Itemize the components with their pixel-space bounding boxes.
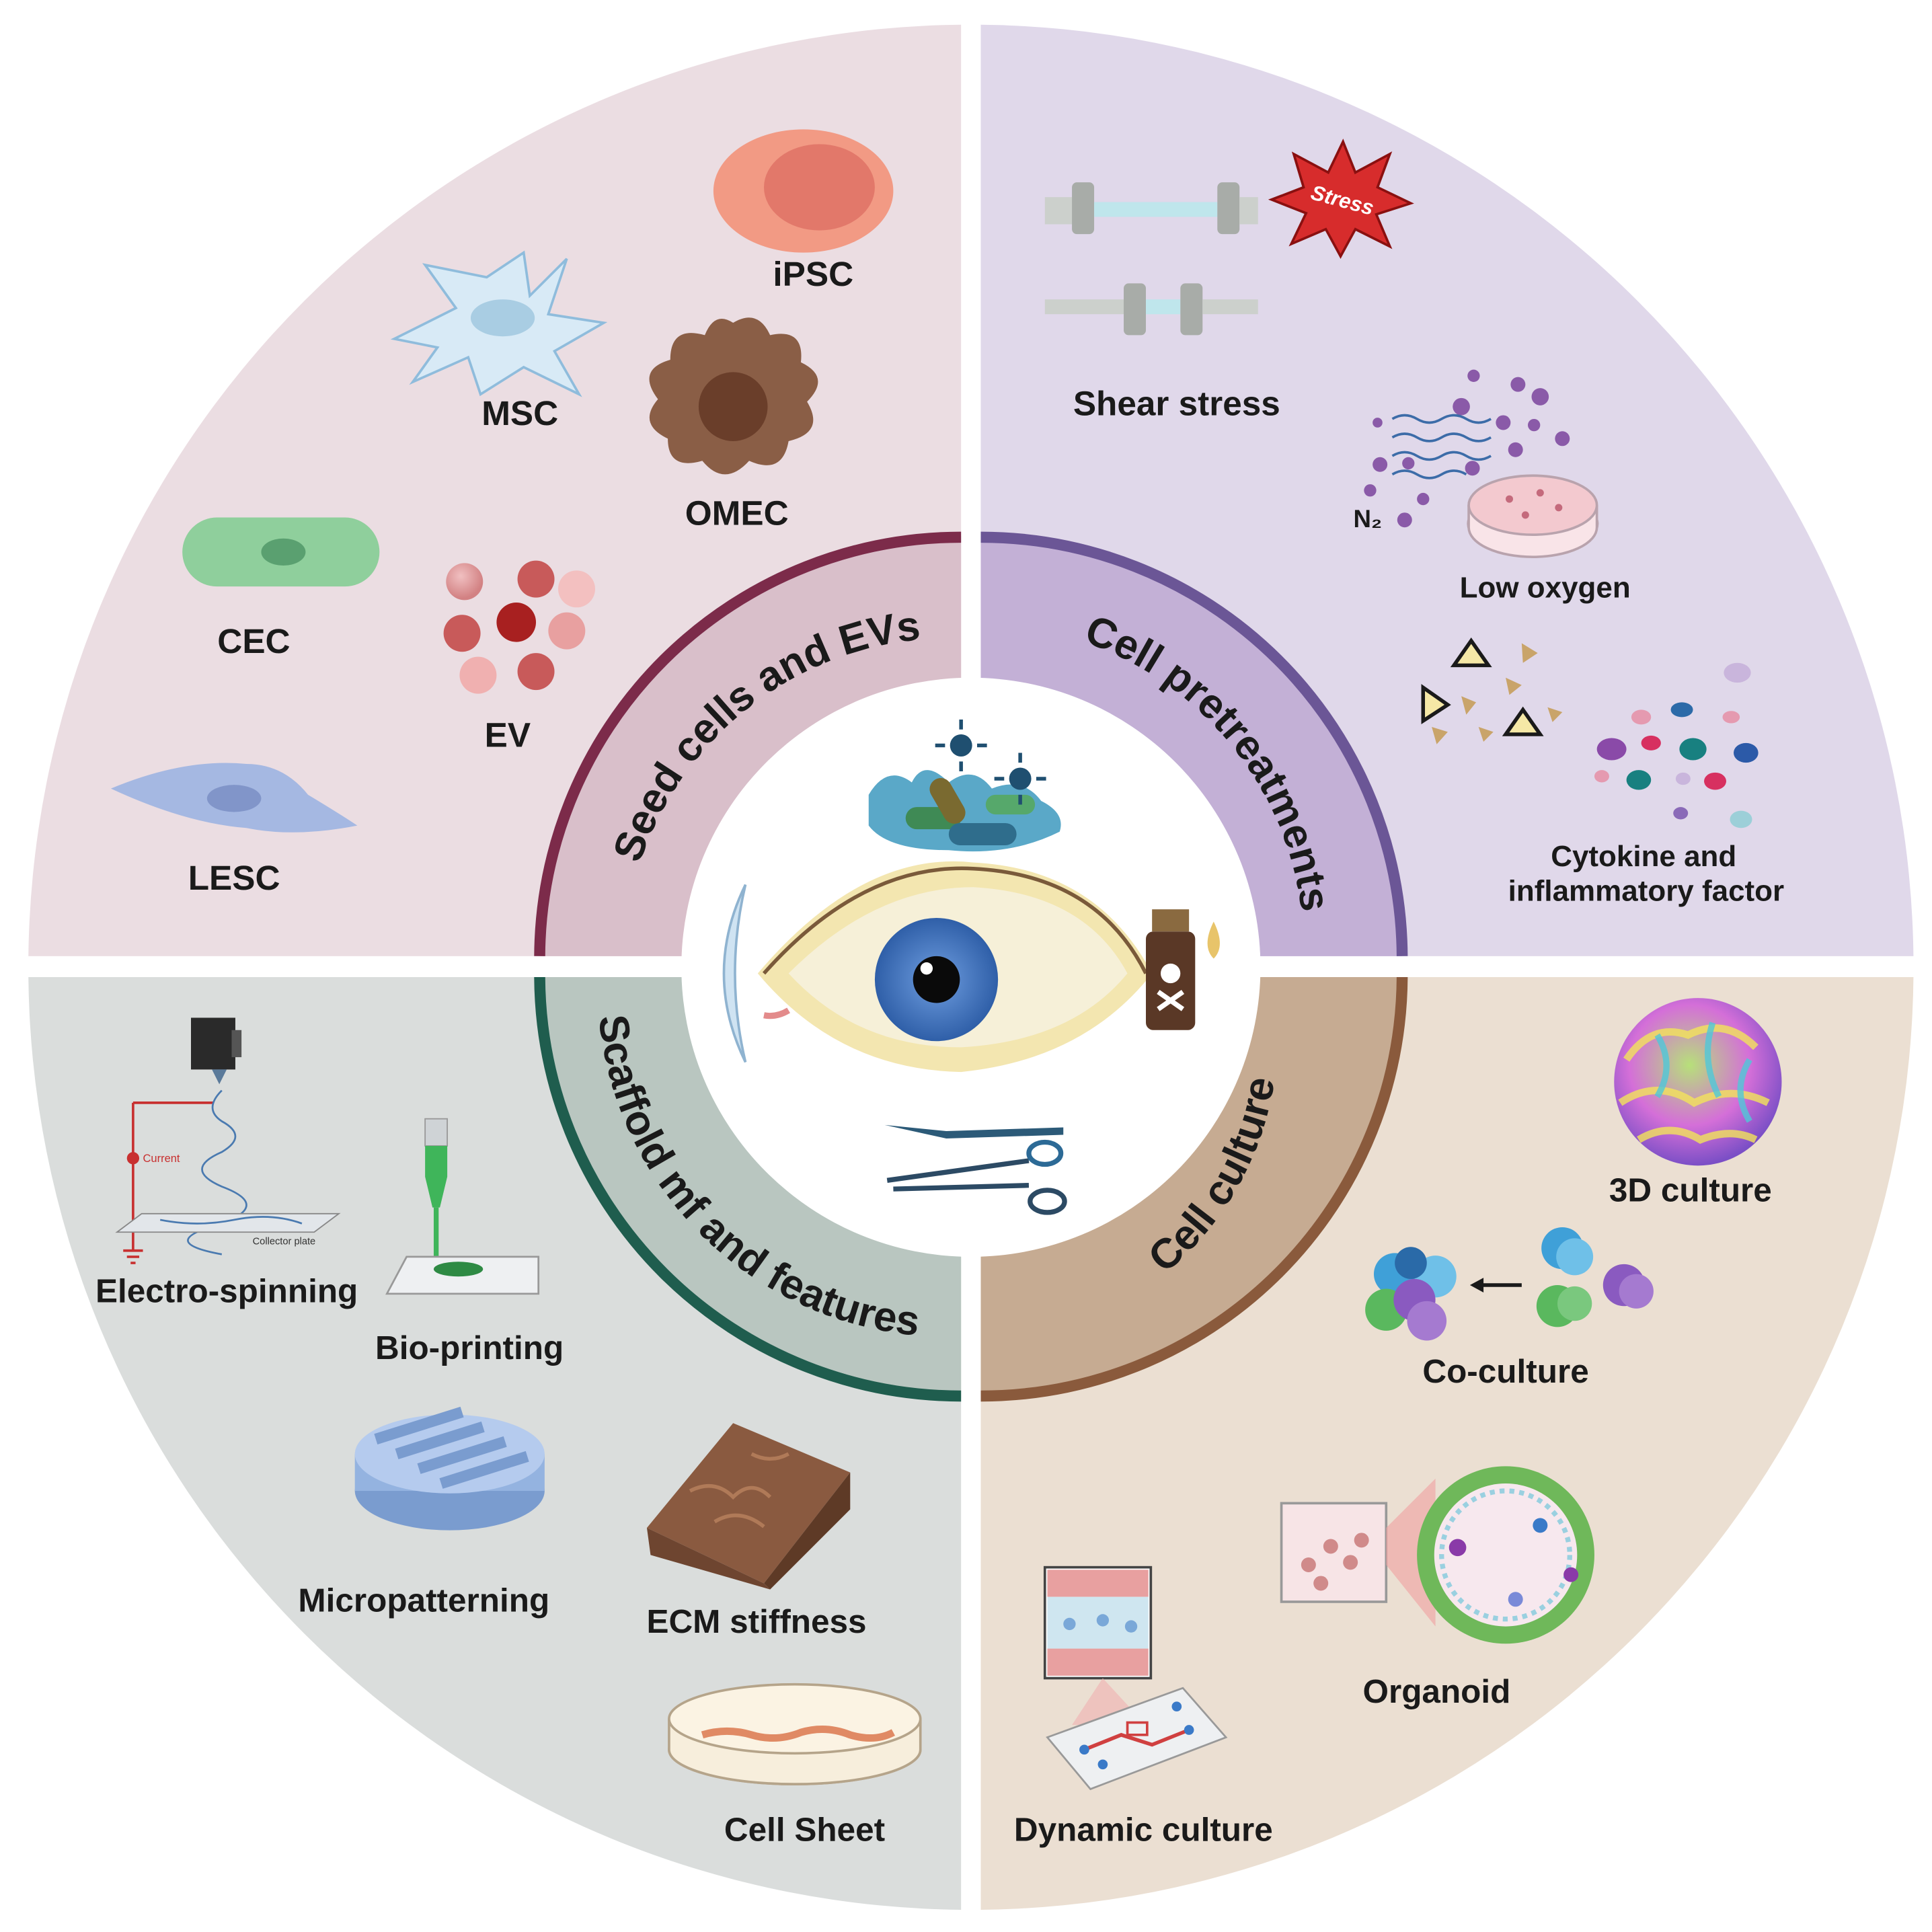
cec-cell-icon <box>182 517 380 587</box>
low-oxygen-label: Low oxygen <box>1460 572 1631 605</box>
nitrogen-particles-icon <box>1364 369 1570 528</box>
gas-flow-icon <box>1391 414 1492 479</box>
spheroid-icon <box>1614 998 1782 1166</box>
shear-device-icon <box>1044 182 1258 336</box>
ipsc-cell-icon <box>713 129 894 253</box>
cytokine-label-line1: Cytokine and <box>1551 840 1736 873</box>
eye-icon <box>757 861 1153 1073</box>
current-label: Current <box>143 1153 180 1165</box>
organoid-label: Organoid <box>1362 1673 1510 1710</box>
lesc-cell-icon <box>110 763 358 833</box>
msc-label: MSC <box>481 394 558 432</box>
cytokine-label-line2: inflammatory factor <box>1508 874 1784 907</box>
msc-cell-icon <box>390 250 608 397</box>
ring-arcs <box>534 531 1408 1402</box>
cell-sheet-label: Cell Sheet <box>724 1811 885 1848</box>
cec-label: CEC <box>217 622 290 660</box>
omec-cell-icon <box>649 317 818 475</box>
cell-sheet-dish-icon <box>668 1683 922 1785</box>
ecm-stiffness-label: ECM stiffness <box>646 1603 866 1640</box>
lesc-label: LESC <box>188 859 280 897</box>
contact-lens-icon <box>722 884 747 1063</box>
ipsc-label: iPSC <box>773 255 853 293</box>
omec-label: OMEC <box>685 494 789 533</box>
ecm-block-icon <box>646 1423 851 1590</box>
scaffold-arc <box>534 976 962 1402</box>
coculture-cells-icon <box>1365 1227 1654 1341</box>
dynamic-culture-label: Dynamic culture <box>1014 1811 1273 1848</box>
ev-label: EV <box>485 716 531 754</box>
collector-plate-label: Collector plate <box>253 1237 316 1247</box>
micropatterning-icon <box>354 1406 545 1531</box>
bioprinter-icon <box>385 1118 540 1295</box>
scissors-icon <box>886 1139 1067 1215</box>
electrospinning-label: Electro-spinning <box>95 1273 358 1310</box>
scalpel-icon <box>884 1124 1064 1139</box>
cytokine-triangles-icon <box>1421 637 1563 744</box>
microbes-icon <box>868 720 1061 852</box>
seed-arc <box>534 531 962 956</box>
ev-cluster-icon <box>443 560 595 694</box>
n2-label: N₂ <box>1353 505 1382 533</box>
shear-stress-label: Shear stress <box>1073 384 1280 422</box>
coculture-label: Co-culture <box>1422 1353 1588 1390</box>
pretreat-arc <box>980 531 1408 956</box>
electrospinning-apparatus-icon: Current Collector plate <box>115 1017 341 1264</box>
bioprinting-label: Bio-printing <box>375 1329 564 1366</box>
inflammatory-factors-icon <box>1594 662 1759 828</box>
petri-dish-icon <box>1467 474 1599 558</box>
poison-bottle-icon <box>1146 909 1220 1030</box>
culture-arc <box>980 976 1408 1402</box>
micropatterning-label: Micropatterning <box>298 1582 549 1619</box>
dynamic-culture-chip-icon <box>1043 1566 1228 1791</box>
3d-culture-label: 3D culture <box>1609 1171 1772 1208</box>
stress-badge-icon: Stress <box>1268 139 1414 259</box>
organoid-icon <box>1280 1466 1594 1644</box>
